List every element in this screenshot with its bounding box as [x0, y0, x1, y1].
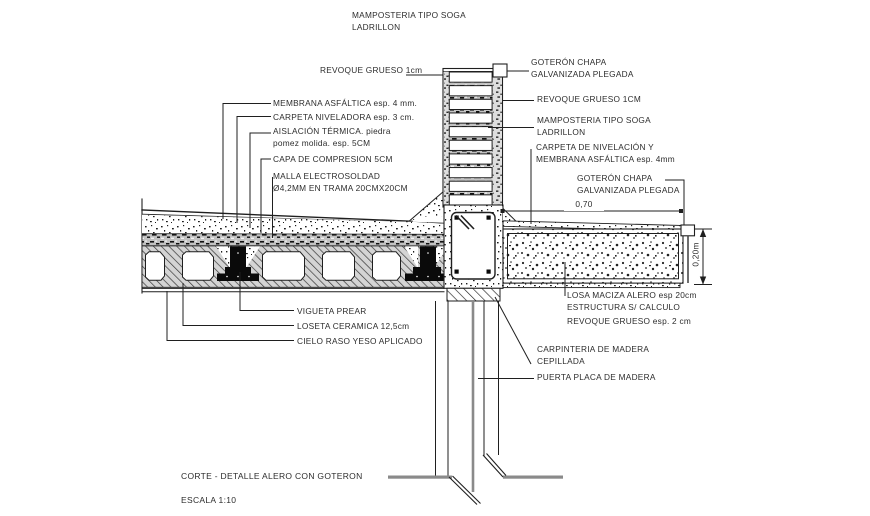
drawing-scale: ESCALA 1:10	[181, 495, 237, 505]
brick-wall	[442, 63, 508, 208]
vigueta-shape	[217, 246, 447, 281]
beam-stirrup	[450, 211, 496, 280]
roof-slab-layers	[141, 190, 448, 294]
eave-plaster-strip	[502, 282, 681, 289]
wall-plaster-right	[492, 71, 502, 207]
bond-beam	[443, 204, 504, 289]
slab-inner-line	[507, 233, 679, 280]
membrane-top-line	[141, 209, 413, 223]
leveling-screed-layer	[142, 214, 444, 235]
dimension-020m	[694, 228, 712, 285]
bricks	[448, 71, 493, 206]
drawing-title: CORTE - DETALLE ALERO CON GOTERON	[181, 471, 363, 481]
drip-flashing-top	[492, 63, 508, 78]
leader-lines	[166, 70, 685, 379]
floor-break-lines	[388, 453, 563, 505]
beam-break-mark	[455, 214, 475, 230]
dimension-070	[500, 209, 683, 213]
eave-slab	[502, 208, 696, 289]
door-frame	[435, 287, 501, 492]
block-voids	[145, 251, 401, 281]
fillet-left-line	[408, 190, 445, 223]
beam-rebar	[454, 215, 491, 274]
compression-layer	[141, 233, 445, 247]
wall-plaster-left	[444, 71, 449, 207]
title-block: CORTE - DETALLE ALERO CON GOTERON ESCALA…	[181, 458, 363, 516]
door-head-timber	[446, 287, 501, 302]
solid-slab	[502, 228, 684, 284]
drip-edge	[680, 224, 696, 237]
